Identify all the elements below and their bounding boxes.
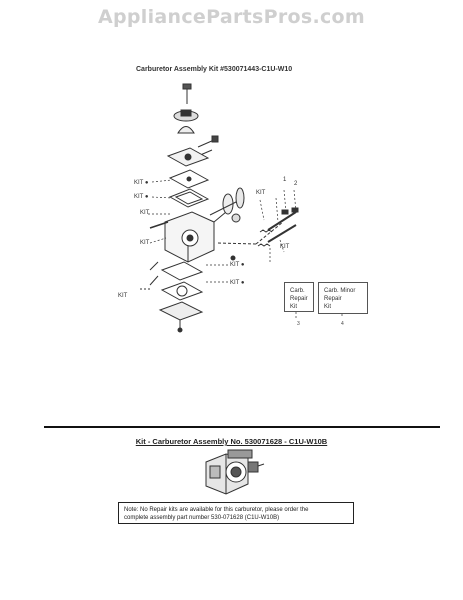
kit-label: KIT (140, 210, 150, 216)
carb-minor-repair-kit-box: Carb. Minor Repair Kit (318, 282, 368, 314)
top-screw-head (182, 83, 192, 90)
box-number: 4 (341, 321, 344, 327)
kit-label: KIT ● (230, 262, 245, 268)
callout-number: 1 (283, 177, 287, 183)
note-line: Note: No Repair kits are available for t… (124, 507, 309, 513)
kit-label: KIT (118, 293, 128, 299)
box-line: Repair (324, 296, 342, 302)
idle-needle (149, 221, 169, 229)
note-box: Note: No Repair kits are available for t… (118, 502, 354, 524)
kit-label: KIT ● (230, 280, 245, 286)
section-divider (44, 426, 440, 428)
jet-1 (281, 209, 289, 215)
lower-gasket (160, 261, 204, 281)
screw-small-1 (197, 139, 215, 148)
watermark: AppliancePartsPros.com (97, 6, 365, 28)
throttle-lever (235, 187, 245, 209)
box-line: Kit (290, 304, 298, 310)
jet-2 (291, 207, 299, 213)
box-line: Carb. (290, 288, 305, 294)
kit-label: KIT (256, 190, 266, 196)
diagram-title: Carburetor Assembly Kit #530071443-C1U-W… (136, 66, 293, 73)
primer-bulb (177, 126, 195, 134)
kit-label: KIT ● (134, 180, 149, 186)
box-line: Carb. Minor (324, 288, 356, 294)
note-line: complete assembly part number 530-071628… (124, 515, 280, 521)
box-line: Repair (290, 296, 308, 302)
needle-1 (267, 211, 297, 231)
callout-number: 2 (294, 181, 298, 187)
needle-2 (267, 224, 297, 243)
kit-label: KIT (280, 244, 290, 250)
box-line: Kit (324, 304, 332, 310)
carb-repair-kit-box: Carb. Repair Kit (284, 282, 314, 312)
carburetor-exploded-diagram (140, 83, 343, 333)
carburetor-assembly-image (205, 449, 265, 495)
throttle-shaft (209, 199, 241, 216)
kit-label: KIT ● (134, 194, 149, 200)
bottom-cover (158, 301, 204, 321)
section-title: Kit - Carburetor Assembly No. 530071628 … (135, 437, 328, 446)
kit-label: KIT (140, 240, 150, 246)
box-number: 3 (297, 321, 300, 327)
